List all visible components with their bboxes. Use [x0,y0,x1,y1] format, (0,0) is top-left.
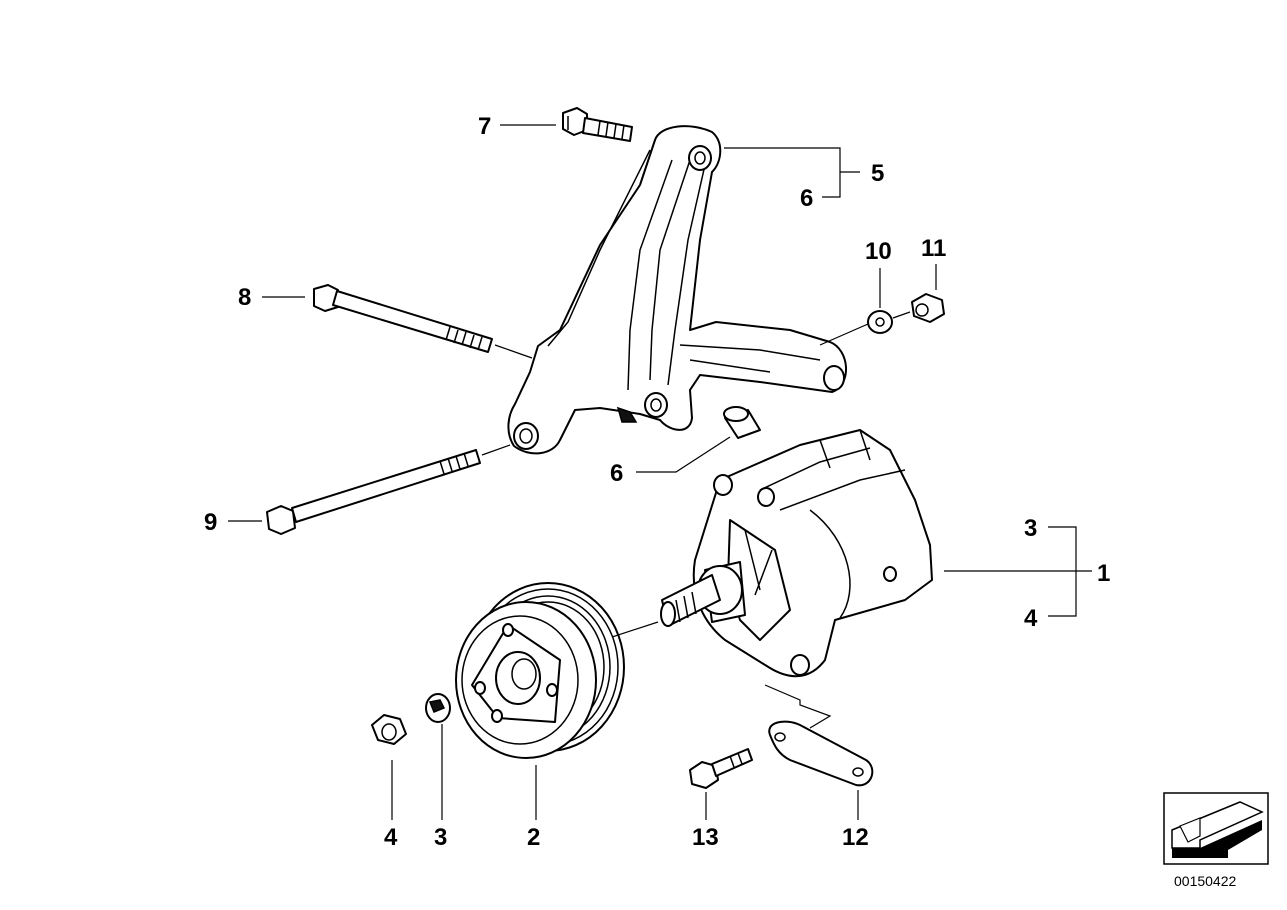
callout-9: 9 [204,509,217,536]
sleeve-6 [723,406,761,439]
vacuum-pump-1 [660,429,933,678]
washer-10 [867,310,893,334]
callout-4-nut: 4 [384,824,398,851]
callout-8: 8 [238,284,251,311]
orientation-box [1163,792,1269,865]
bolt-13 [689,748,753,789]
callout-4-pump: 4 [1024,605,1038,632]
callout-5: 5 [871,160,884,187]
nut-11 [911,293,945,323]
callout-13: 13 [692,824,719,851]
callout-3-washer: 3 [434,824,447,851]
bracket-5 [507,125,847,455]
pulley-2 [455,582,625,759]
nut-4 [371,714,407,745]
leader-lines [228,124,1092,820]
callout-2: 2 [527,824,540,851]
callout-12: 12 [842,824,869,851]
callout-1: 1 [1097,560,1110,587]
callout-10: 10 [865,238,892,265]
callout-6-sleeve: 6 [610,460,623,487]
orientation-arrow-icon [1171,801,1264,858]
washer-3 [425,693,451,723]
bolt-8 [313,284,493,353]
plate-12 [768,720,874,787]
callout-6-bracket: 6 [800,185,813,212]
callout-11: 11 [921,235,946,262]
callout-7: 7 [478,113,491,140]
bolt-9 [266,449,481,535]
bolt-7 [562,107,633,142]
reference-number: 00150422 [1174,873,1237,889]
callout-3-pump: 3 [1024,515,1037,542]
